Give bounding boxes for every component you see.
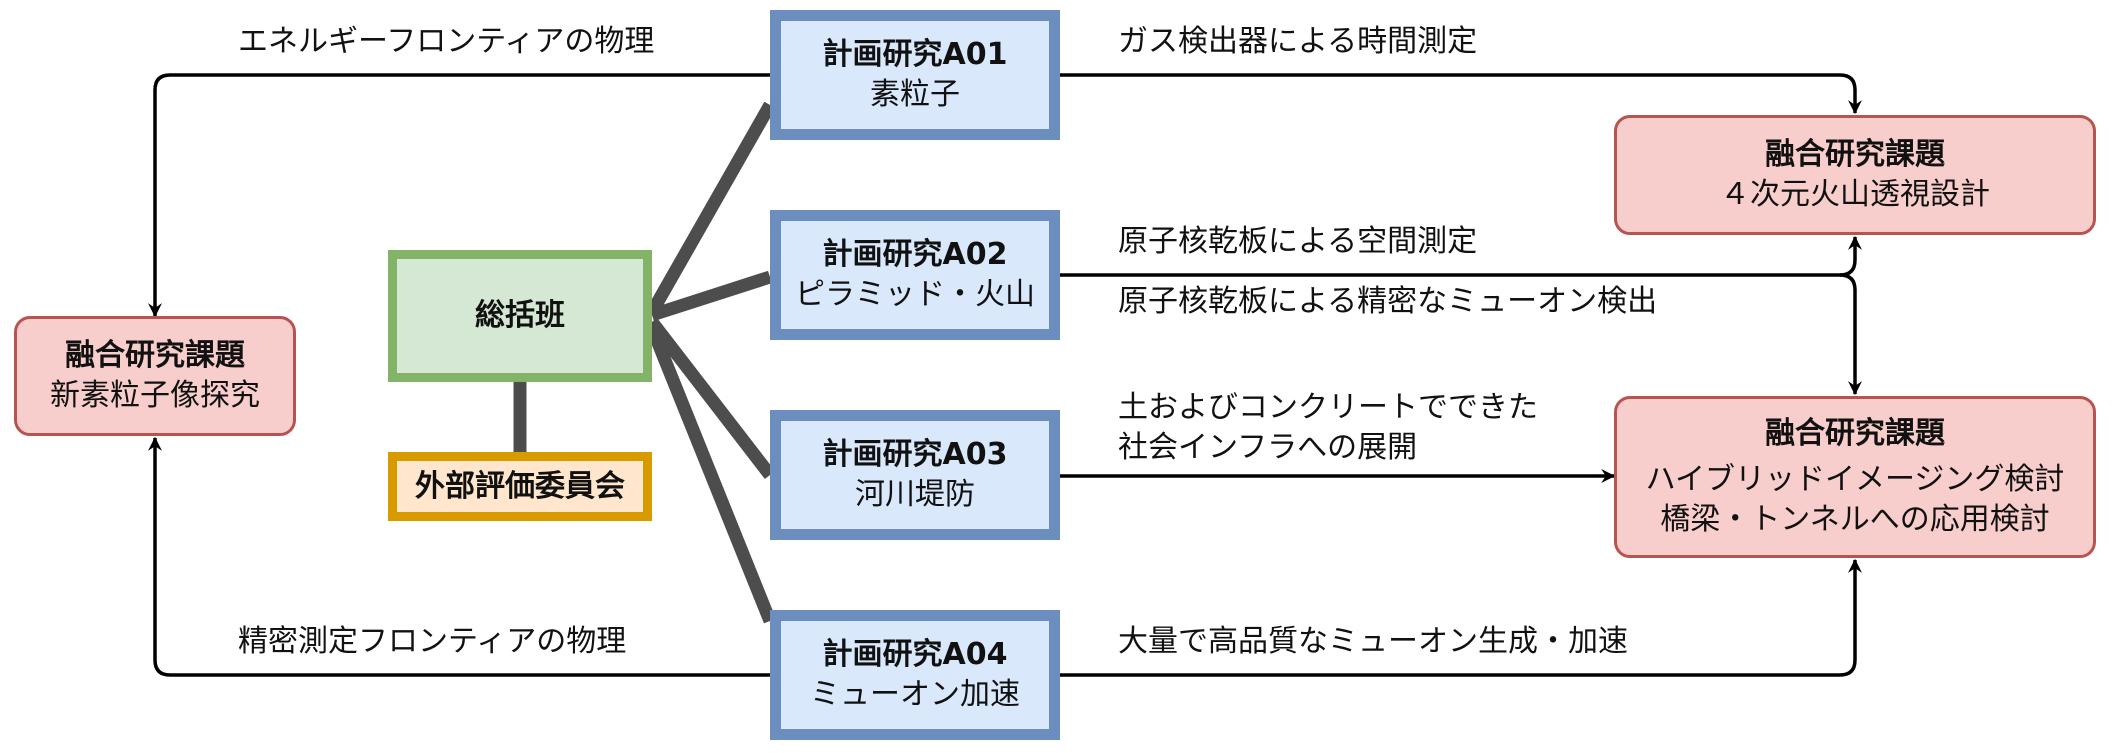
connector-general-a03 bbox=[646, 318, 776, 479]
plan-a03-box: 計画研究A03 河川堤防 bbox=[770, 410, 1060, 540]
fusion-left-box: 融合研究課題 新素粒子像探究 bbox=[14, 316, 296, 436]
label-infra-line2: 社会インフラへの展開 bbox=[1118, 430, 1418, 465]
plan-a04-title: 計画研究A04 bbox=[822, 637, 1008, 672]
plan-a01-box: 計画研究A01 素粒子 bbox=[770, 10, 1060, 140]
arrow-a02-to-fusion-right-bottom bbox=[1839, 273, 1862, 396]
label-gas-detector: ガス検出器による時間測定 bbox=[1118, 24, 1478, 59]
external-committee-label: 外部評価委員会 bbox=[415, 468, 625, 504]
fusion-right-top-subtitle: ４次元火山透視設計 bbox=[1720, 177, 1990, 212]
fusion-right-bottom-line2: 橋梁・トンネルへの応用検討 bbox=[1660, 502, 2050, 537]
fusion-right-bottom-box: 融合研究課題 ハイブリッドイメージング検討 橋梁・トンネルへの応用検討 bbox=[1614, 396, 2096, 558]
fusion-left-subtitle: 新素粒子像探究 bbox=[50, 378, 260, 413]
connector-general-a01 bbox=[646, 101, 776, 316]
plan-a01-title: 計画研究A01 bbox=[822, 37, 1008, 72]
general-group-box: 総括班 bbox=[388, 250, 652, 382]
fusion-right-bottom-title: 融合研究課題 bbox=[1765, 416, 1945, 451]
plan-a02-title: 計画研究A02 bbox=[822, 237, 1008, 272]
plan-a02-subtitle: ピラミッド・火山 bbox=[795, 277, 1035, 312]
connector-general-a04 bbox=[645, 325, 777, 624]
plan-a04-box: 計画研究A04 ミューオン加速 bbox=[770, 610, 1060, 740]
label-infra-line1: 土およびコンクリートでできた bbox=[1118, 390, 1538, 425]
plan-a02-box: 計画研究A02 ピラミッド・火山 bbox=[770, 210, 1060, 340]
external-committee-box: 外部評価委員会 bbox=[388, 452, 652, 521]
plan-a03-subtitle: 河川堤防 bbox=[855, 477, 975, 512]
fusion-right-top-title: 融合研究課題 bbox=[1765, 137, 1945, 172]
arrow-a01-to-fusion-left bbox=[148, 73, 770, 318]
label-precision-frontier: 精密測定フロンティアの物理 bbox=[238, 624, 627, 659]
label-muon-accel: 大量で高品質なミューオン生成・加速 bbox=[1118, 624, 1628, 659]
arrow-a04-to-fusion-left bbox=[148, 436, 770, 677]
arrow-a01-to-fusion-right-top bbox=[1060, 73, 1862, 115]
general-group-label: 総括班 bbox=[475, 298, 565, 333]
fusion-right-bottom-line1: ハイブリッドイメージング検討 bbox=[1645, 462, 2065, 497]
plan-a01-subtitle: 素粒子 bbox=[870, 77, 960, 112]
fusion-left-title: 融合研究課題 bbox=[65, 338, 245, 373]
plan-a04-subtitle: ミューオン加速 bbox=[810, 677, 1020, 712]
plan-a03-title: 計画研究A03 bbox=[822, 437, 1008, 472]
label-emulsion-spatial: 原子核乾板による空間測定 bbox=[1118, 224, 1478, 259]
arrow-a04-to-fusion-right-bottom bbox=[1060, 558, 1862, 677]
fusion-right-top-box: 融合研究課題 ４次元火山透視設計 bbox=[1614, 115, 2096, 235]
label-energy-frontier: エネルギーフロンティアの物理 bbox=[238, 24, 655, 59]
label-emulsion-precise: 原子核乾板による精密なミューオン検出 bbox=[1118, 284, 1658, 319]
connector-general-a02 bbox=[650, 270, 772, 322]
